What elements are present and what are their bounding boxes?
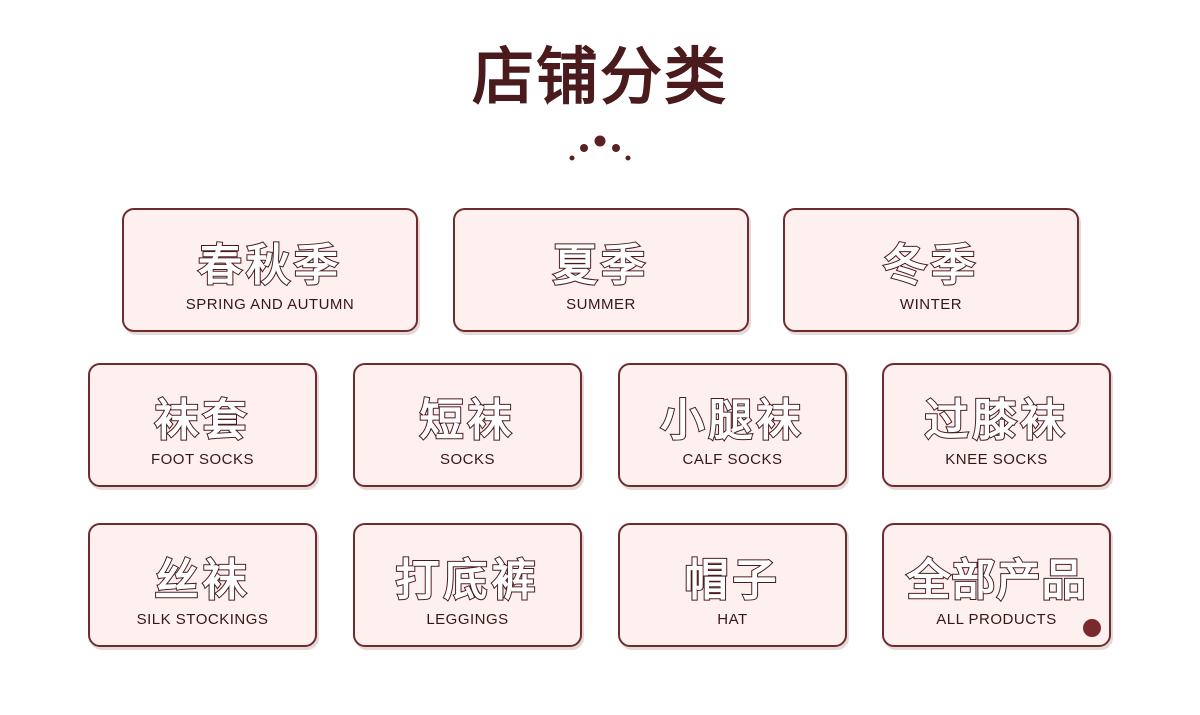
category-label-en: SILK STOCKINGS	[136, 611, 269, 628]
category-label-cn: 冬季	[882, 239, 979, 292]
category-label-en: SPRING AND AUTUMN	[185, 296, 355, 313]
category-label-en: SOCKS	[439, 451, 495, 468]
category-label-cn: 丝袜	[154, 554, 251, 607]
category-leggings[interactable]: 打底裤 LEGGINGS	[353, 523, 582, 647]
category-label-cn: 春秋季	[197, 239, 342, 292]
category-label-cn: 帽子	[684, 554, 781, 607]
category-label-en: HAT	[717, 611, 748, 628]
category-spring-autumn[interactable]: 春秋季 SPRING AND AUTUMN	[122, 208, 418, 332]
category-socks[interactable]: 短袜 SOCKS	[353, 363, 582, 487]
category-knee-socks[interactable]: 过膝袜 KNEE SOCKS	[882, 363, 1111, 487]
category-label-en: KNEE SOCKS	[945, 451, 1048, 468]
category-hat[interactable]: 帽子 HAT	[618, 523, 847, 647]
category-foot-socks[interactable]: 袜套 FOOT SOCKS	[88, 363, 317, 487]
corner-dot-icon	[1083, 619, 1101, 637]
category-label-cn: 打底裤	[395, 554, 540, 607]
category-all-products[interactable]: 全部产品 ALL PRODUCTS	[882, 523, 1111, 647]
category-label-cn: 全部产品	[906, 554, 1087, 607]
category-calf-socks[interactable]: 小腿袜 CALF SOCKS	[618, 363, 847, 487]
category-silk-stockings[interactable]: 丝袜 SILK STOCKINGS	[88, 523, 317, 647]
category-label-en: LEGGINGS	[426, 611, 509, 628]
decorative-dots-icon	[569, 135, 631, 161]
category-summer[interactable]: 夏季 SUMMER	[453, 208, 749, 332]
category-label-en: FOOT SOCKS	[150, 451, 255, 468]
page-title: 店铺分类	[471, 40, 728, 113]
category-label-en: CALF SOCKS	[682, 451, 783, 468]
category-label-cn: 过膝袜	[924, 394, 1069, 447]
category-winter[interactable]: 冬季 WINTER	[783, 208, 1079, 332]
category-label-cn: 袜套	[154, 394, 251, 447]
category-label-en: SUMMER	[566, 296, 636, 313]
category-label-cn: 短袜	[419, 394, 516, 447]
category-label-en: ALL PRODUCTS	[936, 611, 1057, 628]
category-label-cn: 小腿袜	[660, 394, 805, 447]
category-label-cn: 夏季	[552, 239, 649, 292]
category-label-en: WINTER	[899, 296, 963, 313]
